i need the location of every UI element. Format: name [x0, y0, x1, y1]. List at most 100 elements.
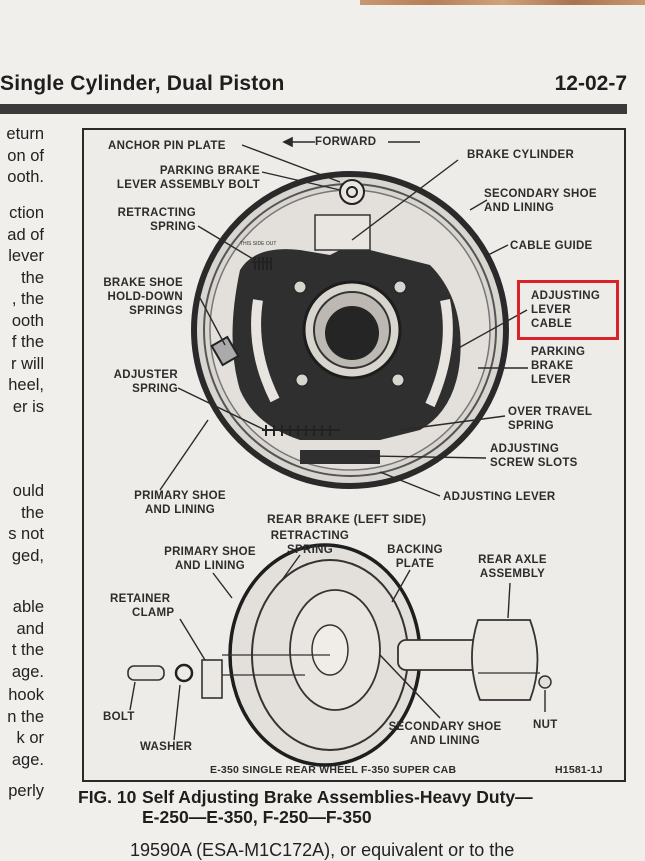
label-line: PRIMARY SHOE	[134, 490, 226, 502]
label-line: AND LINING	[409, 735, 481, 747]
label-primary-shoe-lower: PRIMARY SHOE AND LINING	[155, 545, 265, 573]
label-forward: FORWARD	[315, 136, 377, 148]
label-line: AND LINING	[174, 560, 246, 572]
label-line: ADJUSTING	[531, 290, 601, 302]
label-cable-guide: CABLE GUIDE	[510, 240, 593, 252]
text-line: age.	[11, 750, 44, 769]
text-line: ould	[12, 482, 44, 500]
label-line: SECONDARY SHOE	[388, 721, 502, 733]
section-title: Single Cylinder, Dual Piston	[0, 72, 285, 95]
text-line: on of	[7, 146, 44, 165]
label-line: RETRACTING	[270, 530, 350, 542]
label-parking-brake-lever: PARKING BRAKE LEVER	[531, 345, 585, 387]
label-line: SPRING	[508, 420, 554, 432]
label-line: LEVER	[531, 374, 571, 386]
leader-lines-upper	[159, 144, 528, 497]
label-line: SECONDARY SHOE	[484, 188, 597, 200]
wood-surface	[360, 0, 645, 5]
text-line: er is	[12, 397, 44, 416]
label-line: ADJUSTING	[490, 443, 560, 455]
text-line: able	[12, 598, 44, 616]
text-line: lever	[8, 247, 44, 265]
left-text-block-3: ould the s not ged,	[0, 481, 44, 567]
text-line: ooth	[11, 311, 44, 330]
label-adjusting-lever: ADJUSTING LEVER	[443, 491, 556, 503]
text-line: ged,	[11, 546, 44, 565]
text-line: heel,	[8, 376, 44, 394]
label-line: CABLE	[531, 318, 573, 330]
label-line: LEVER ASSEMBLY BOLT	[116, 179, 260, 191]
label-retracting-spring-lower: RETRACTING SPRING	[265, 529, 355, 557]
label-line: HOLD-DOWN	[107, 291, 183, 303]
text-line: ooth.	[7, 168, 44, 186]
rear-brake-drum-illustration: THIS SIDE OUT	[191, 171, 509, 489]
label-line: CLAMP	[132, 607, 175, 619]
text-line: the	[21, 503, 44, 522]
label-parking-brake-bolt: PARKING BRAKE LEVER ASSEMBLY BOLT	[100, 164, 260, 192]
label-line: SPRING	[287, 544, 333, 556]
label-adjusting-lever-cable: ADJUSTING LEVER CABLE	[531, 289, 600, 331]
figure-number: FIG. 10	[78, 787, 137, 807]
left-text-block-2: ction ad of lever the , the ooth f the r…	[0, 203, 44, 418]
label-over-travel-spring: OVER TRAVEL SPRING	[508, 405, 592, 433]
label-primary-shoe-upper: PRIMARY SHOE AND LINING	[125, 489, 235, 517]
left-text-block-1: eturn on of ooth.	[0, 124, 44, 189]
label-line: SCREW SLOTS	[490, 457, 578, 469]
label-line: BACKING	[387, 544, 443, 556]
stamp-text: THIS SIDE OUT	[240, 241, 276, 247]
label-secondary-shoe-lower: SECONDARY SHOE AND LINING	[385, 720, 505, 748]
text-line: s not	[8, 525, 44, 543]
text-line: r will	[11, 354, 44, 373]
label-line: SPRING	[132, 383, 178, 395]
text-line: ad of	[7, 225, 44, 244]
label-line: REAR AXLE	[478, 554, 547, 566]
label-line: SPRINGS	[129, 305, 183, 317]
label-secondary-shoe-upper: SECONDARY SHOE AND LINING	[484, 187, 597, 215]
leader-lines-lower	[129, 554, 546, 741]
page-number: 12-02-7	[554, 72, 627, 95]
label-line: BRAKE	[531, 360, 574, 372]
label-line: RETAINER	[110, 593, 171, 605]
highlight-box	[517, 280, 619, 340]
upper-view-title: REAR BRAKE (LEFT SIDE)	[267, 512, 427, 526]
text-line: hook	[8, 686, 44, 704]
text-line: , the	[11, 290, 44, 308]
forward-arrow-icon	[282, 136, 420, 148]
exploded-axle-illustration	[127, 543, 552, 767]
label-line: PARKING	[531, 346, 586, 358]
label-line: OVER TRAVEL	[508, 406, 593, 418]
label-line: PRIMARY SHOE	[164, 546, 256, 558]
caption-line-1: Self Adjusting Brake Assemblies-Heavy Du…	[142, 787, 533, 807]
label-adjusting-screw-slots: ADJUSTING SCREW SLOTS	[490, 442, 578, 470]
label-line: SPRING	[150, 221, 196, 233]
left-text-block-6: perly	[0, 781, 44, 803]
label-line: PLATE	[395, 558, 435, 570]
text-line: eturn	[6, 125, 44, 143]
label-nut: NUT	[533, 719, 558, 731]
text-line: and	[16, 619, 44, 638]
label-backing-plate: BACKING PLATE	[380, 543, 450, 571]
text-line: n the	[7, 707, 44, 726]
body-text-line: 19590A (ESA-M1C172A), or equivalent or t…	[130, 840, 515, 860]
text-line: the	[21, 268, 44, 287]
label-line: AND LINING	[484, 202, 555, 214]
label-adjuster-spring: ADJUSTER SPRING	[100, 368, 178, 396]
label-bolt: BOLT	[103, 711, 135, 723]
label-line: RETRACTING	[117, 207, 196, 219]
label-line: AND LINING	[144, 504, 216, 516]
label-line: BRAKE SHOE	[103, 277, 183, 289]
text-line: t the	[11, 641, 44, 659]
left-text-block-4: able and t the age.	[0, 597, 44, 683]
figure-model-note: E-350 SINGLE REAR WHEEL F-350 SUPER CAB	[210, 764, 457, 776]
left-text-block-5: hook n the k or age.	[0, 685, 44, 771]
label-retainer-clamp: RETAINER CLAMP	[110, 592, 174, 620]
text-line: k or	[16, 729, 44, 747]
header-rule	[0, 104, 627, 114]
label-brake-cylinder: BRAKE CYLINDER	[467, 149, 575, 161]
text-line: f the	[11, 333, 44, 351]
text-line: age.	[11, 662, 44, 681]
label-anchor-pin-plate: ANCHOR PIN PLATE	[108, 140, 226, 152]
label-line: ADJUSTER	[113, 369, 178, 381]
